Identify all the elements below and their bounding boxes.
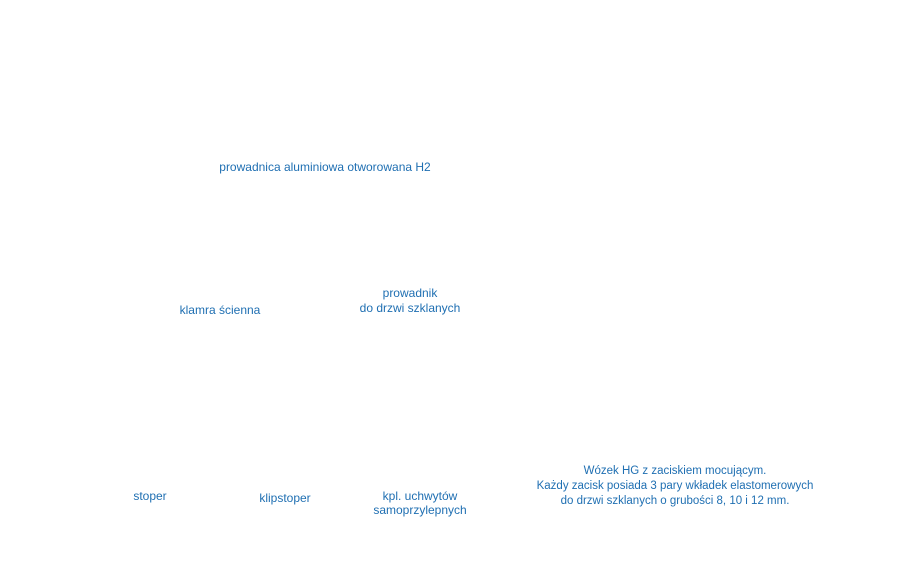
wall-clamp-label: klamra ścienna [179, 303, 261, 317]
glass-width-10: 10 [693, 423, 701, 430]
clipstopper-label: klipstoper [259, 491, 311, 505]
clamp-section-8: 8 [569, 359, 622, 430]
handles-label-line2: samoprzylepnych [373, 503, 467, 517]
guide-label-line2: do drzwi szklanych [359, 301, 461, 315]
carriage-caption-line3: do drzwi szklanych o grubości 8, 10 i 12… [560, 495, 790, 507]
carriage-caption-line2: Każdy zacisk posiada 3 pary wkładek elas… [536, 480, 814, 492]
width-dimension: 120 [664, 316, 676, 323]
guide-label-line1: prowadnik [382, 286, 438, 300]
stopper-label: stoper [133, 489, 167, 503]
clamp-section-10: 10 [647, 359, 701, 430]
height-dimension: 34 [546, 262, 553, 270]
handles-label-line1: kpl. uchwytów [382, 489, 458, 503]
glass-width-8: 8 [618, 423, 622, 430]
rail-label: prowadnica aluminiowa otworowana H2 [219, 160, 431, 174]
clamp-section-12: 12 [725, 359, 774, 430]
glass-width-12: 12 [766, 423, 774, 430]
carriage-caption-line1: Wózek HG z zaciskiem mocującym. [583, 465, 767, 477]
